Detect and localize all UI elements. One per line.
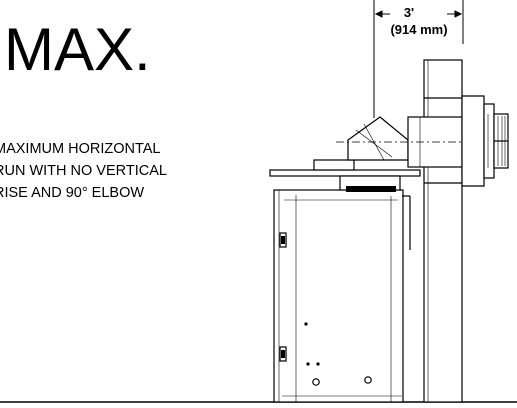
dimension-arrow bbox=[373, 0, 464, 118]
description-line-3: RISE AND 90° ELBOW bbox=[0, 185, 145, 201]
wall-chase bbox=[423, 59, 463, 403]
description: MAXIMUM HORIZONTAL RUN WITH NO VERTICAL … bbox=[0, 138, 167, 204]
dimension-imperial-label: 3' bbox=[403, 5, 415, 20]
description-line-1: MAXIMUM HORIZONTAL bbox=[0, 141, 161, 157]
vent-pipe bbox=[336, 116, 463, 168]
fireplace-body bbox=[273, 189, 411, 403]
max-heading: MAX. bbox=[4, 16, 151, 83]
dimension-metric-label: (914 mm) bbox=[390, 22, 448, 37]
top-plate bbox=[269, 159, 421, 192]
termination-cap bbox=[461, 95, 509, 187]
description-line-2: RUN WITH NO VERTICAL bbox=[0, 163, 167, 179]
